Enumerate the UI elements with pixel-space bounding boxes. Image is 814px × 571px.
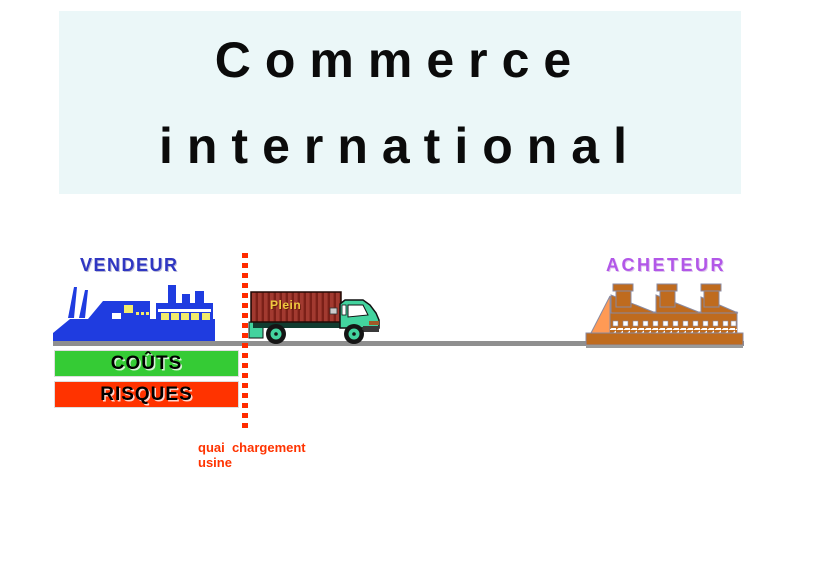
truck-windshield — [347, 304, 369, 318]
buyer-chimneys — [612, 283, 722, 308]
seller-chimney — [182, 294, 190, 305]
seller-windows — [124, 305, 210, 320]
costs-bar-label: COÛTS — [110, 352, 183, 374]
seller-mast — [68, 287, 77, 318]
buyer-triangle — [590, 295, 611, 334]
truck-bumper — [363, 326, 379, 332]
seller-hull — [53, 319, 215, 341]
buyer-factory-icon — [585, 283, 744, 348]
risks-bar-label: RISQUES — [100, 383, 193, 405]
buyer-windows — [612, 320, 737, 327]
buyer-base — [585, 332, 744, 346]
boundary-label-line-1: quai chargement — [198, 440, 306, 455]
truck-front-stripe — [369, 321, 379, 325]
title-line-2: international — [158, 117, 642, 174]
truck-wheel-centers — [274, 332, 356, 336]
seller-cabin — [88, 301, 150, 319]
container-load-label: Plein — [270, 298, 302, 312]
seller-white-stripe — [158, 309, 211, 312]
costs-bar: COÛTS — [54, 350, 239, 377]
seller-mast — [79, 290, 88, 318]
seller-label: VENDEUR — [80, 255, 179, 275]
truck-side-window — [341, 304, 347, 316]
buyer-sawtooth-trim — [610, 328, 737, 334]
slide-title: Commerce international — [59, 11, 741, 194]
seller-factory-icon — [53, 285, 215, 341]
seller-white-window — [112, 313, 121, 319]
risks-bar: RISQUES — [54, 381, 239, 408]
title-line-1: Commerce — [214, 31, 586, 88]
seller-chimney — [195, 291, 204, 305]
buyer-label: ACHETEUR — [606, 255, 727, 275]
truck-icon — [248, 291, 380, 344]
buyer-base-shadow — [586, 345, 743, 348]
truck-chassis — [253, 321, 363, 328]
container-door-handle — [329, 307, 338, 315]
seller-chimney — [168, 285, 176, 305]
boundary-label-line-2: usine — [198, 455, 232, 470]
truck-container — [250, 291, 342, 323]
ground-line — [53, 341, 744, 346]
boundary-label: quai chargement usine — [198, 440, 306, 470]
